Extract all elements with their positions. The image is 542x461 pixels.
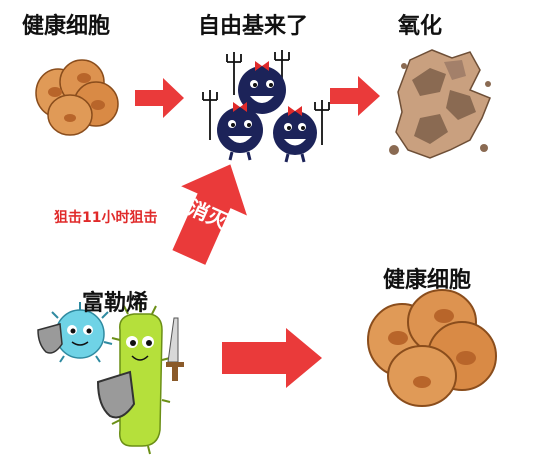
arrow-to-radicals xyxy=(135,78,184,118)
healthy-cell-bottom xyxy=(367,289,497,407)
fullerene-guardians xyxy=(37,302,184,455)
green-germ xyxy=(111,304,171,455)
fullerene-label: 富勒烯 xyxy=(82,291,149,316)
small-shield xyxy=(37,323,63,354)
sword xyxy=(166,317,184,381)
arrow-to-healthy-cell xyxy=(222,328,322,388)
free-radical-label: 自由基来了 xyxy=(198,14,309,39)
blue-germ xyxy=(51,302,113,363)
healthy-cell-label-bottom: 健康细胞 xyxy=(383,268,472,293)
healthy-cell-label-top: 健康细胞 xyxy=(22,14,111,39)
free-radicals xyxy=(202,50,330,163)
big-shield xyxy=(96,370,136,419)
eliminate-arrow: 消灭 xyxy=(172,164,247,265)
healthy-cell-top xyxy=(35,59,119,136)
oxidation-label: 氧化 xyxy=(398,14,443,39)
arrow-to-oxidation xyxy=(330,76,380,116)
attack-label: 狙击11小时狙击 xyxy=(54,210,158,226)
oxidized-cell xyxy=(389,49,491,159)
